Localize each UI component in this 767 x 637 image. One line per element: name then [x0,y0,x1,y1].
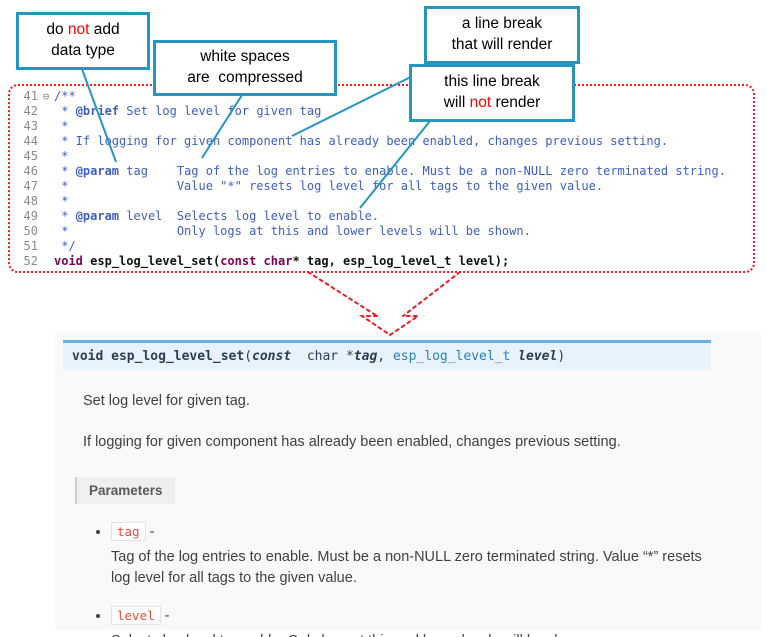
code-line: 43 * [12,119,753,134]
code-line: 51 */ [12,239,753,254]
parameter-list: tag -Tag of the log entries to enable. M… [95,521,761,637]
code-line: 50 * Only logs at this and lower levels … [12,224,753,239]
code-line: 42 * @brief Set log level for given tag [12,104,753,119]
callout-line: that will render [451,36,553,53]
line-number: 42 [23,104,38,118]
callout-line: this line break [444,73,540,91]
callout-box-line-break-not-render: this line break will not render [409,64,575,122]
param-description: Tag of the log entries to enable. Must b… [111,548,702,587]
line-number: 52 [23,254,38,268]
red-arrow-right-edge [402,271,461,317]
callout-box-line-break-renders: a line break that will render [424,6,580,64]
callout-box-whitespace-compressed: white spaces are compressed [153,40,337,96]
line-number: 50 [23,224,38,238]
rendered-doc: void esp_log_level_set(const char *tag, … [55,332,761,637]
code-line: 41⊖/** [12,89,753,104]
code-line: 46 * @param tag Tag of the log entries t… [12,164,753,179]
fold-marker-icon: ⊖ [42,90,50,103]
red-arrow-left-edge [307,271,378,317]
function-signature: void esp_log_level_set(const char *tag, … [63,340,711,370]
callout-line: are compressed [187,69,303,86]
code-line: 47 * Value "*" resets log level for all … [12,179,753,194]
code-lines: 41⊖/**42 * @brief Set log level for give… [12,89,753,269]
doc-detail-paragraph: If logging for given component has alrea… [83,434,621,451]
line-number: 47 [23,179,38,193]
parameter-item: tag -Tag of the log entries to enable. M… [111,521,761,591]
code-line: 45 * [12,149,753,164]
line-number: 51 [23,239,38,253]
callout-line: will not render [443,94,541,111]
line-number: 44 [23,134,38,148]
parameter-item: level -Selects log level to enable. Only… [111,606,761,637]
callout-line: data type [51,42,115,59]
doc-brief-paragraph: Set log level for given tag. [83,393,250,409]
callout-line: a line break [461,15,543,33]
line-number: 41 [23,89,38,103]
line-number: 45 [23,149,38,163]
callout-box-no-datatype: do not add data type [16,12,150,70]
callout-line: white spaces [200,48,290,66]
code-line: 49 * @param level Selects log level to e… [12,209,753,224]
line-number: 49 [23,209,38,223]
code-line: 44 * If logging for given component has … [12,134,753,149]
parameters-label: Parameters [75,476,175,504]
code-editor: 41⊖/**42 * @brief Set log level for give… [8,84,755,273]
line-number: 43 [23,119,38,133]
callout-line: do not add [46,21,120,39]
code-line: 48 * [12,194,753,209]
line-number: 48 [23,194,38,208]
line-number: 46 [23,164,38,178]
param-name-chip: level [111,606,161,626]
param-name-chip: tag [111,521,146,541]
param-description: Selects log level to enable. Only logs a… [111,631,716,637]
